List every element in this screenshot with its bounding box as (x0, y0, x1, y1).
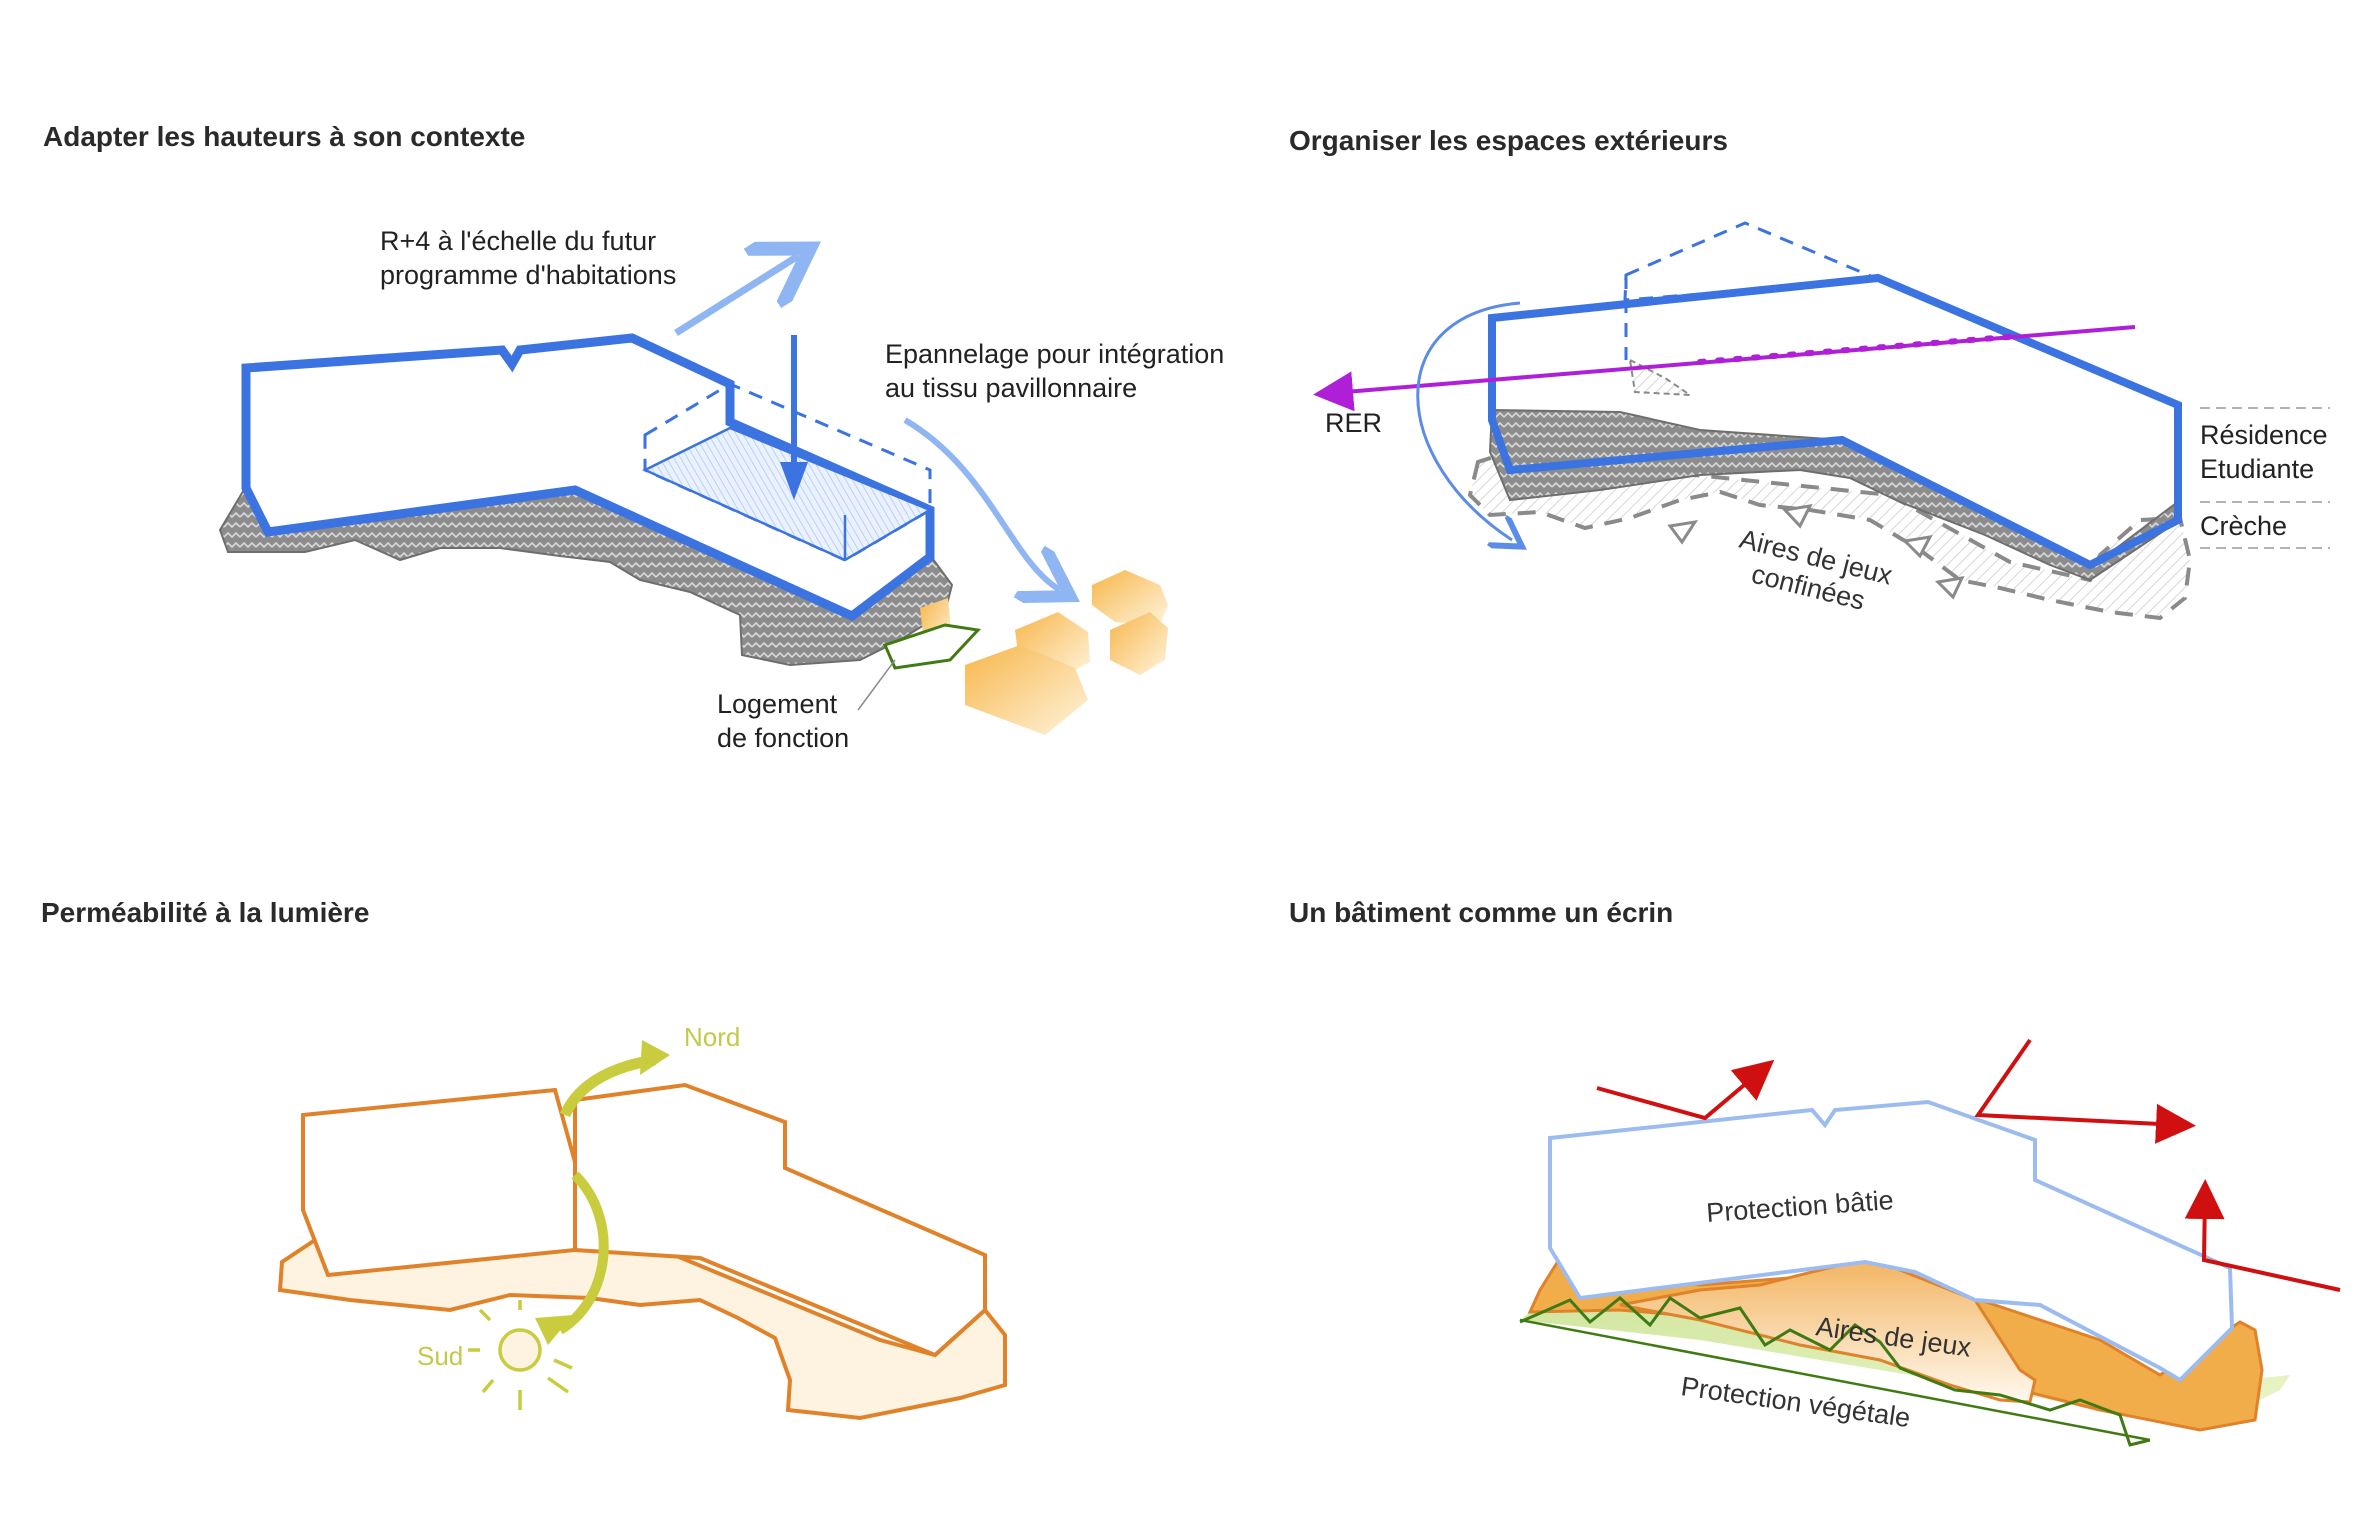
houses-group (965, 570, 1168, 735)
panel-exterior-title: Organiser les espaces extérieurs (1289, 125, 1728, 156)
triangle-marker-3 (1901, 535, 1933, 559)
panel-exterior: Organiser les espaces extérieurs RER Rés… (1289, 125, 2330, 621)
building-right-orange (573, 1082, 987, 1358)
panel-ecrin: Un bâtiment comme un écrin Protection bâ… (1289, 897, 2341, 1447)
triangle-marker-2 (1781, 504, 1813, 529)
sun-curved-arrow (557, 1171, 609, 1335)
panel-light: Perméabilité à la lumière Nord Sud (41, 897, 1007, 1421)
aires-zone-dashed (1467, 452, 2193, 621)
label-rer: RER (1325, 408, 1382, 438)
label-sud: Sud (417, 1341, 463, 1371)
panel-heights-title: Adapter les hauteurs à son contexte (43, 121, 525, 152)
building-outline-pale-blue (1548, 1099, 2235, 1383)
vegetal-ridge-line (1519, 1295, 2151, 1447)
label-residence-line1: Résidence (2200, 420, 2328, 450)
label-nord: Nord (684, 1022, 740, 1052)
sun-icon (468, 1300, 573, 1410)
red-arrow-2 (1974, 1038, 2196, 1144)
building-outline-blue-exterior (1488, 273, 2182, 570)
panel-ecrin-title: Un bâtiment comme un écrin (1289, 897, 1673, 928)
r4-volume-hatched (642, 426, 933, 562)
label-creche: Crèche (2200, 511, 2287, 541)
label-epannelage-line2: au tissu pavillonnaire (885, 373, 1137, 403)
label-residence-line2: Etudiante (2200, 454, 2314, 484)
label-logement-line1: Logement (717, 689, 838, 719)
panel-heights: Adapter les hauteurs à son contexte R+4 … (43, 121, 1224, 753)
building-left-orange (301, 1087, 577, 1278)
house-1 (1092, 570, 1168, 625)
logement-green-outline (882, 623, 982, 670)
red-arrow-3 (2184, 1179, 2341, 1292)
sun-arrow-head (535, 1315, 573, 1345)
triangle-marker-4 (1934, 576, 1965, 600)
panel-light-title: Perméabilité à la lumière (41, 897, 369, 928)
label-r4-line2: programme d'habitations (380, 260, 676, 290)
light-up-arrow (674, 256, 798, 336)
label-logement-line2: de fonction (717, 723, 849, 753)
house-2 (1110, 612, 1168, 675)
epannelage-curve-arrow (903, 417, 1060, 590)
nord-arrow-head (640, 1040, 670, 1075)
down-arrow-head (780, 462, 808, 500)
ground-pale-orange (277, 1238, 1007, 1421)
triangle-marker-1 (1667, 519, 1699, 545)
logement-leader-line (857, 659, 896, 711)
label-r4-line1: R+4 à l'échelle du futur (380, 226, 656, 256)
aires-de-jeux-area (1619, 1256, 2037, 1404)
blue-curved-arrow (1416, 301, 1520, 540)
vegetal-bottom-line (1519, 1318, 2151, 1442)
house-4 (965, 645, 1088, 735)
red-arrow-1 (1596, 1059, 1775, 1121)
label-epannelage-line1: Epannelage pour intégration (885, 339, 1224, 369)
label-protection-vegetale: Protection végétale (1679, 1371, 1912, 1433)
rer-dotted-overlay (1697, 333, 2023, 365)
building-outline-blue (241, 333, 935, 622)
